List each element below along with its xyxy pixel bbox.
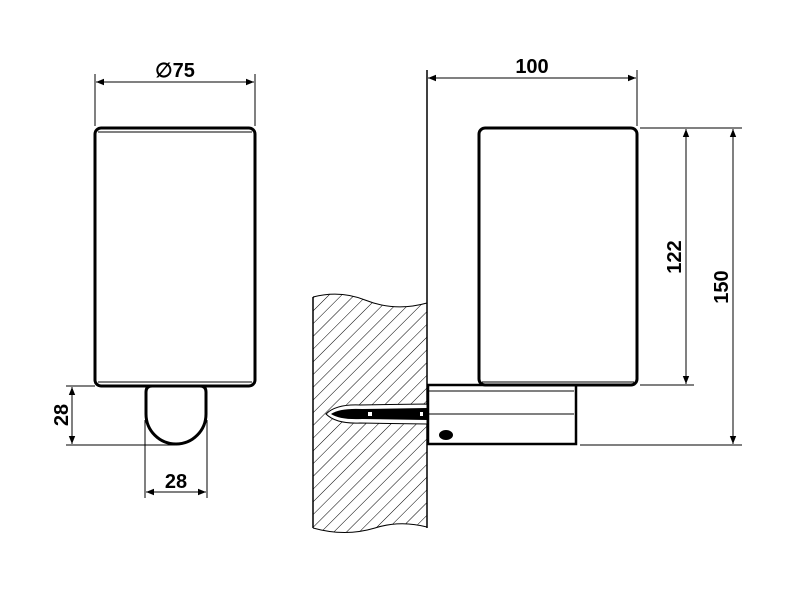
knob-height-label: 28 bbox=[51, 404, 73, 426]
knob-front bbox=[144, 384, 208, 446]
front-view: ∅75 28 28 bbox=[51, 60, 257, 498]
body-height-label: 122 bbox=[664, 240, 686, 273]
side-view: 100 122 150 bbox=[312, 56, 742, 533]
knob-width-label: 28 bbox=[165, 471, 187, 493]
set-screw-dot bbox=[439, 430, 453, 440]
cylinder-side bbox=[477, 126, 639, 387]
cylinder-front bbox=[93, 126, 257, 388]
projection-label: 100 bbox=[515, 56, 548, 78]
diameter-label: ∅75 bbox=[155, 60, 195, 82]
total-height-label: 150 bbox=[711, 270, 733, 303]
screw-anchor bbox=[325, 403, 428, 425]
